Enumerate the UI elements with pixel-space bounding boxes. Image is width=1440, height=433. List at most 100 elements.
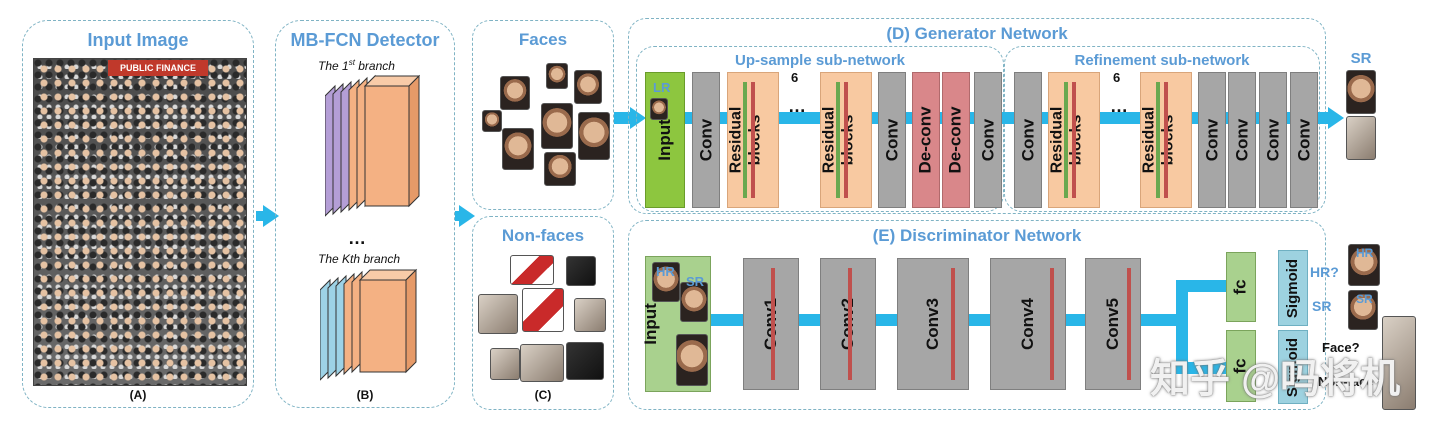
hr-result-tag: HR [1356,246,1374,260]
nonface-thumb-2 [566,256,596,286]
disc-conv5-stripe [1127,268,1131,380]
face-thumb-7 [502,128,534,170]
sigmoid-top-block: Sigmoid [1278,250,1308,326]
panel-b-title: MB-FCN Detector [290,30,440,50]
crowd-input-photo [33,58,247,386]
generator-flow-head [1328,107,1344,129]
refine-conv-5: Conv [1290,72,1318,208]
arrow-c-to-d [614,112,632,124]
discriminator-branch-top [1176,280,1228,292]
repeat-count-1: 6 [791,70,799,85]
generator-conv-2: Conv [878,72,906,208]
disc-conv2-stripe [848,268,852,380]
face-thumb-1 [500,76,530,110]
deconv-2: De-conv [942,72,970,208]
upsample-subnetwork [636,46,1004,212]
branchk-label: The Kth branch [318,252,401,266]
repeat-ellipsis-1: … [788,96,806,116]
nonface-thumb-1 [510,255,554,285]
face-thumb-2 [546,63,568,89]
resid1-stripe-g [743,82,747,198]
branch1-feature-stack [325,74,420,217]
disc-sr-face-thumb [680,282,708,322]
arrow-c-to-d-head [630,107,646,129]
refine-conv-4: Conv [1259,72,1287,208]
branch-ellipsis: … [348,228,366,248]
refine-conv-3: Conv [1228,72,1256,208]
watermark: 知乎 @吗将机 [1150,357,1401,401]
refine-conv-2: Conv [1198,72,1226,208]
generator-conv-3: Conv [974,72,1002,208]
nonface-thumb-5 [574,298,606,332]
refine-resid1-stripe-g [1064,82,1068,198]
face-thumb-8 [544,152,576,186]
disc-face-thumb-3 [676,334,708,386]
public-finance-sign: PUBLIC FINANCE [108,60,208,76]
disc-conv4-stripe [1050,268,1054,380]
sr-face-thumb [1346,70,1376,114]
discriminator-branch-bottom [1176,362,1228,374]
generator-input-block: Input [645,72,685,208]
repeat-count-2: 6 [1113,70,1121,85]
refinement-subnetwork [1004,46,1320,212]
nonface-thumb-3 [478,294,518,334]
nonface-answer: Non-face [1318,374,1374,389]
generator-conv-1: Conv [692,72,720,208]
arrow-a-to-b [256,211,264,221]
nonface-result-thumb [1382,316,1416,410]
face-thumb-4 [482,110,502,132]
resid1-stripe-r [751,82,755,198]
panel-faces [472,20,614,210]
disc-conv1-stripe [771,268,775,380]
nonface-thumb-8 [566,342,604,380]
face-thumb-3 [574,70,602,104]
panel-nonfaces [472,216,614,410]
nonface-thumb-7 [520,344,564,382]
generator-title: (D) Generator Network [886,24,1068,43]
faces-title: Faces [518,30,568,49]
repeat-ellipsis-2: … [1110,96,1128,116]
nonfaces-title: Non-faces [501,226,585,245]
sr-result-thumb [1348,290,1378,330]
panel-c-label: (C) [534,388,552,402]
hr-question: HR? [1310,264,1339,280]
arrow-b-to-c [455,211,461,221]
face-thumb-5 [541,103,573,149]
lr-face-thumb [650,98,668,120]
nonface-thumb-4 [522,288,564,332]
discriminator-split-vertical [1176,280,1188,374]
branch1-label: The 1st branch [318,58,395,73]
upsample-title: Up-sample sub-network [734,52,906,69]
refine-title: Refinement sub-network [1074,52,1250,69]
refine-conv-1: Conv [1014,72,1042,208]
face-question: Face? [1322,340,1360,355]
disc-conv4: Conv4 [990,258,1066,390]
fc-bottom-block: fc [1226,330,1256,402]
sigmoid-bottom-block: Sigmoid [1278,330,1308,404]
disc-conv3-stripe [951,268,955,380]
discriminator-panel [628,220,1326,410]
lr-label: LR [653,80,671,95]
branchk-feature-stack [320,268,418,381]
face-thumb-6 [578,112,610,160]
disc-sr-tag: SR [686,274,705,289]
fc-top-block: fc [1226,252,1256,322]
sr-result-tag: SR [1356,292,1373,306]
resid2-stripe-g [836,82,840,198]
disc-conv3: Conv3 [897,258,969,390]
disc-hr-face-thumb [652,262,680,302]
deconv-1: De-conv [912,72,940,208]
panel-a-label: (A) [129,388,147,402]
arrow-b-to-c-head [459,205,475,227]
panel-input-image [22,20,254,408]
hr-result-thumb [1348,244,1380,286]
panel-b-label: (B) [356,388,374,402]
refine-resid2-stripe-g [1156,82,1160,198]
sr-output-label: SR [1350,50,1372,67]
panel-detector [275,20,455,408]
disc-hr-tag: HR [656,264,675,279]
refine-resid1-stripe-r [1072,82,1076,198]
panel-a-title: Input Image [87,30,189,50]
sr-answer: SR [1312,298,1332,314]
refine-resid2-stripe-r [1164,82,1168,198]
